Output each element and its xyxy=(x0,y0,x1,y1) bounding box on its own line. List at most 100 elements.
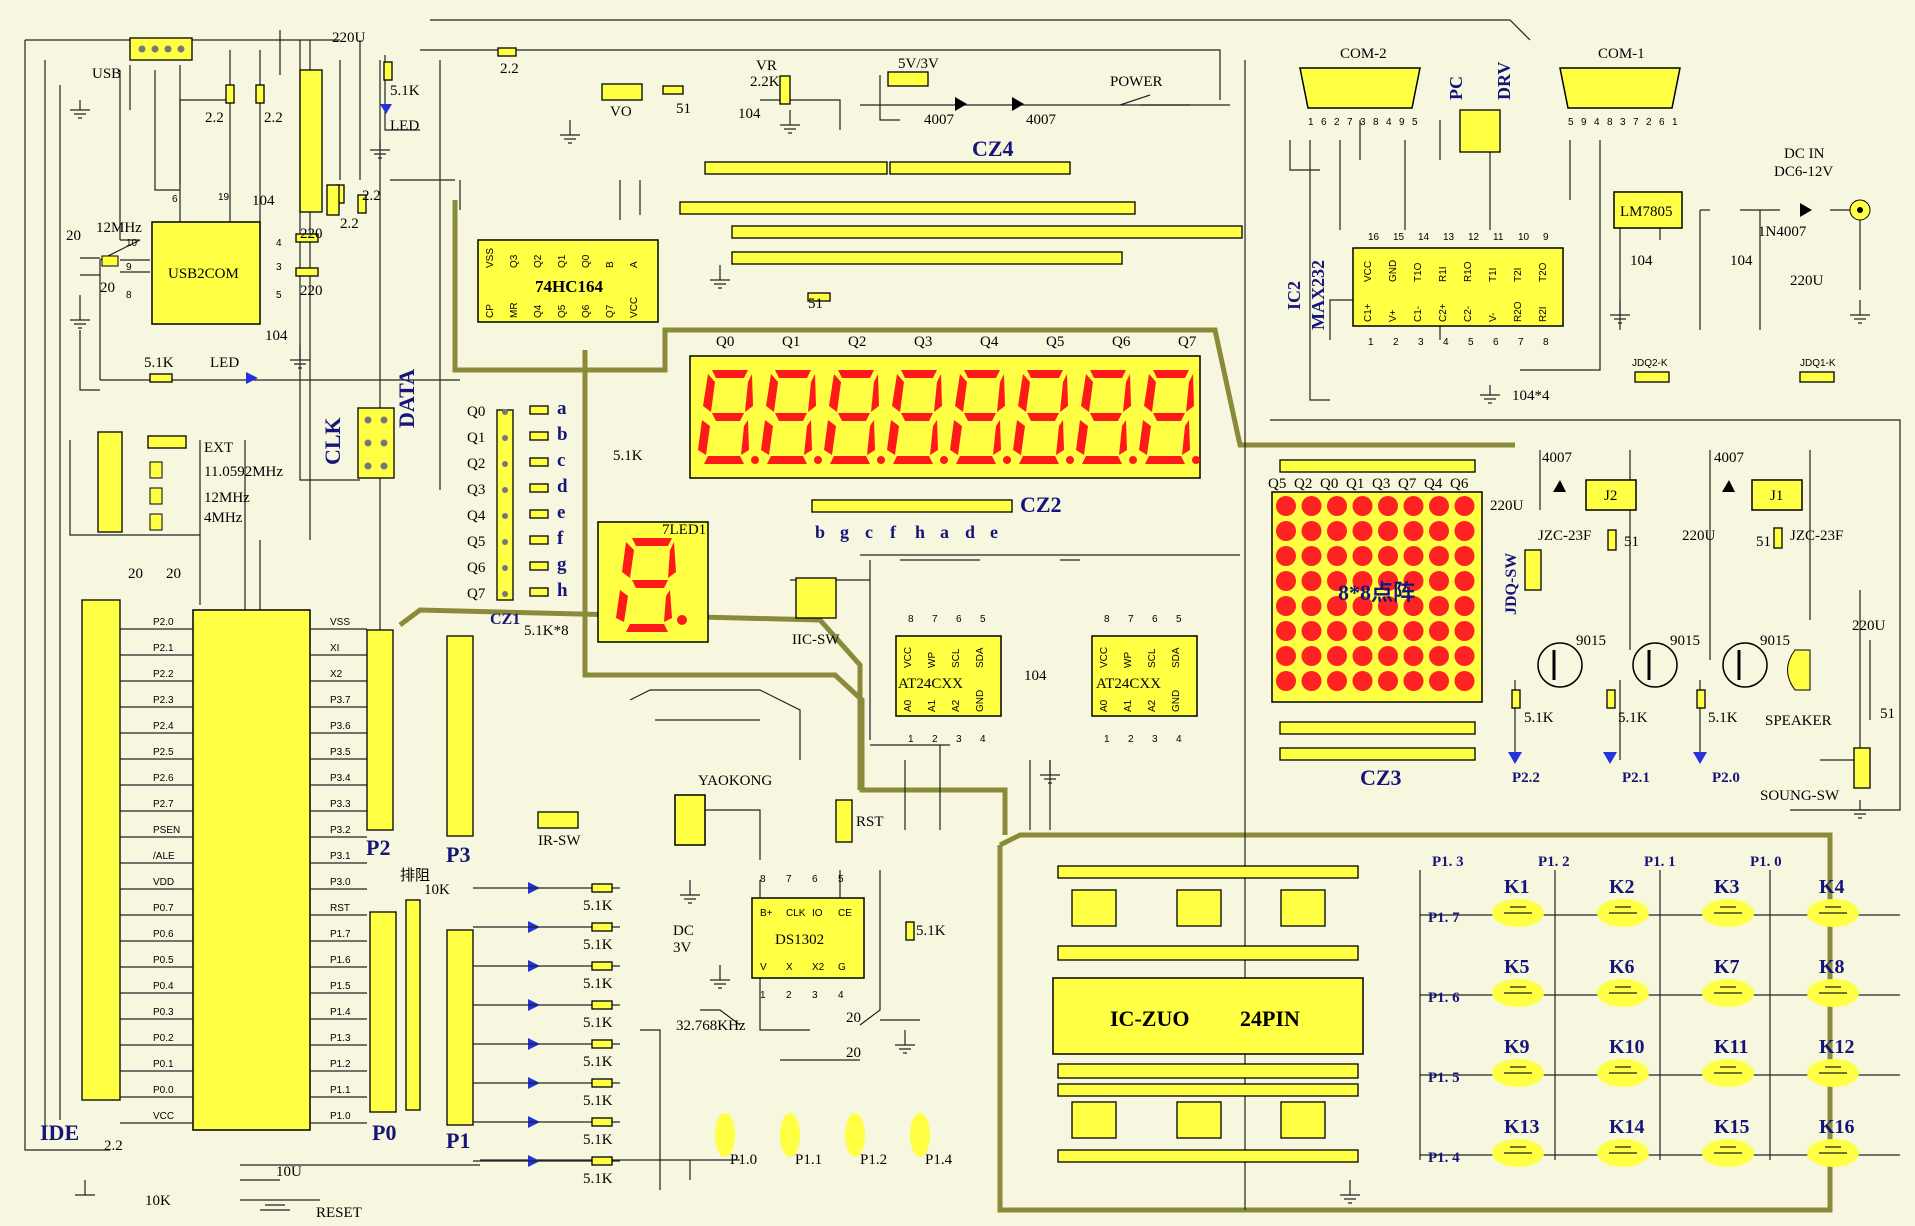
header-small-vertical[interactable] xyxy=(326,184,340,216)
led-resistor xyxy=(591,1078,613,1088)
hc164-pin: VSS xyxy=(485,248,496,268)
lm7805-chip xyxy=(1613,191,1683,229)
p1-header[interactable] xyxy=(446,929,474,1126)
cz2-header[interactable] xyxy=(811,499,1013,513)
jdq-switch[interactable] xyxy=(1524,549,1542,591)
cz1-seg-label: d xyxy=(557,476,568,497)
rst-header[interactable] xyxy=(835,799,853,843)
key-col-label: P1. 2 xyxy=(1538,854,1570,870)
clk-data-header[interactable] xyxy=(357,407,395,479)
r51-cz4: 51 xyxy=(808,296,823,312)
ide-header[interactable] xyxy=(81,599,121,1101)
r51k-ds: 5.1K xyxy=(916,923,946,939)
usb-connector[interactable] xyxy=(129,37,193,61)
com2-pin: 2 xyxy=(1334,117,1340,128)
at24-pin-num: 4 xyxy=(980,734,986,745)
r51-vo: 51 xyxy=(676,101,691,117)
matrix-dot xyxy=(1429,521,1449,541)
max232-pin-num: 10 xyxy=(1518,232,1530,243)
jdq1-header[interactable] xyxy=(1799,371,1835,383)
mcu-pin-label: P3.1 xyxy=(330,851,351,862)
key-switch-icon xyxy=(1504,1066,1532,1074)
cz3-top-header[interactable] xyxy=(1279,459,1476,473)
power-switch[interactable] xyxy=(1119,94,1151,106)
ds1302-pin-num: 7 xyxy=(786,874,792,885)
soungsw-label: SOUNG-SW xyxy=(1760,788,1840,804)
reset-button[interactable] xyxy=(260,1204,290,1211)
mcu-pin-label: VCC xyxy=(153,1111,174,1122)
small-button[interactable] xyxy=(910,1113,930,1157)
digit-segment xyxy=(1076,420,1088,455)
max232-pin-name: T1I xyxy=(1488,268,1499,282)
mcu-pin-label: P3.3 xyxy=(330,799,351,810)
p3-header[interactable] xyxy=(446,635,474,837)
ds1302-pin-name: CE xyxy=(838,908,852,919)
cz2-seg-label: h xyxy=(915,522,925,542)
matrix-dot xyxy=(1454,646,1475,666)
header-usb-vertical[interactable] xyxy=(299,69,323,213)
iic-switch[interactable] xyxy=(795,577,837,619)
at24b-label: AT24CXX xyxy=(1096,676,1161,692)
digit-segment xyxy=(1144,374,1156,412)
small-button[interactable] xyxy=(780,1113,800,1157)
hc164-pin: Q7 xyxy=(605,304,616,318)
digit-segment xyxy=(1123,374,1131,412)
cz3-bottom-headers[interactable] xyxy=(1279,721,1476,761)
r51k-ds-body xyxy=(905,921,915,941)
pc-drv-header[interactable] xyxy=(1459,109,1501,153)
matrix-dot xyxy=(1378,671,1398,691)
cz1-pin xyxy=(502,487,508,493)
matrix-dot xyxy=(1403,571,1424,591)
ir-switch[interactable] xyxy=(537,811,579,829)
digit-segment xyxy=(997,374,1005,412)
c220u-spk: 220U xyxy=(1852,618,1886,634)
vo-header[interactable] xyxy=(601,83,643,101)
vr-potentiometer[interactable] xyxy=(779,75,791,105)
com1-connector[interactable] xyxy=(1559,67,1681,109)
matrix-dot xyxy=(1454,521,1475,541)
com2-pin: 6 xyxy=(1321,117,1327,128)
com2-pin: 4 xyxy=(1386,117,1392,128)
ds1302-pin-name: CLK xyxy=(786,908,806,919)
com1-pin: 8 xyxy=(1607,117,1613,128)
key-row-label: P1. 5 xyxy=(1428,1070,1460,1086)
cz3-top-label: Q3 xyxy=(1372,476,1390,492)
key-col-label: P1. 3 xyxy=(1432,854,1464,870)
cz4-headers[interactable] xyxy=(679,161,1243,265)
c220u-r2: 220U xyxy=(1490,498,1524,514)
single-7seg xyxy=(597,521,709,643)
sound-switch[interactable] xyxy=(1853,747,1871,789)
hc164-pin: Q1 xyxy=(557,254,568,268)
cz4-label: CZ4 xyxy=(972,136,1014,161)
paizu-header[interactable] xyxy=(405,899,421,1111)
c104-at24: 104 xyxy=(1024,668,1047,684)
mcu-pin-label: P0.5 xyxy=(153,955,174,966)
digit-segment xyxy=(712,370,748,378)
led-resistor xyxy=(591,883,613,893)
c20-c: 20 xyxy=(128,566,143,582)
p0-header[interactable] xyxy=(369,911,397,1113)
cz1-seg-label: h xyxy=(557,580,568,601)
ext-crystal-header[interactable] xyxy=(97,431,187,533)
small-button[interactable] xyxy=(845,1113,865,1157)
max232-pin-num: 5 xyxy=(1468,337,1474,348)
iczuo-area[interactable] xyxy=(1052,865,1364,1163)
small-button[interactable] xyxy=(715,1113,735,1157)
digit-segment xyxy=(1027,413,1059,421)
transistor-led-icon xyxy=(1693,752,1707,764)
at24-pin-num: 2 xyxy=(932,734,938,745)
p2-header[interactable] xyxy=(366,629,394,831)
dc-jack[interactable] xyxy=(1849,199,1871,221)
p21-label: P2.1 xyxy=(1622,770,1650,786)
cz1-row-label: Q4 xyxy=(467,508,486,524)
jdq2-header[interactable] xyxy=(1634,371,1670,383)
key-label: K13 xyxy=(1504,1116,1540,1138)
matrix-dot xyxy=(1378,596,1398,616)
com2-connector[interactable] xyxy=(1299,67,1421,109)
digit-segment xyxy=(830,456,870,464)
matrix-dot xyxy=(1429,671,1449,691)
matrix-dot xyxy=(1276,671,1296,691)
v53-header[interactable] xyxy=(887,71,929,87)
data-label: DATA xyxy=(394,369,419,428)
